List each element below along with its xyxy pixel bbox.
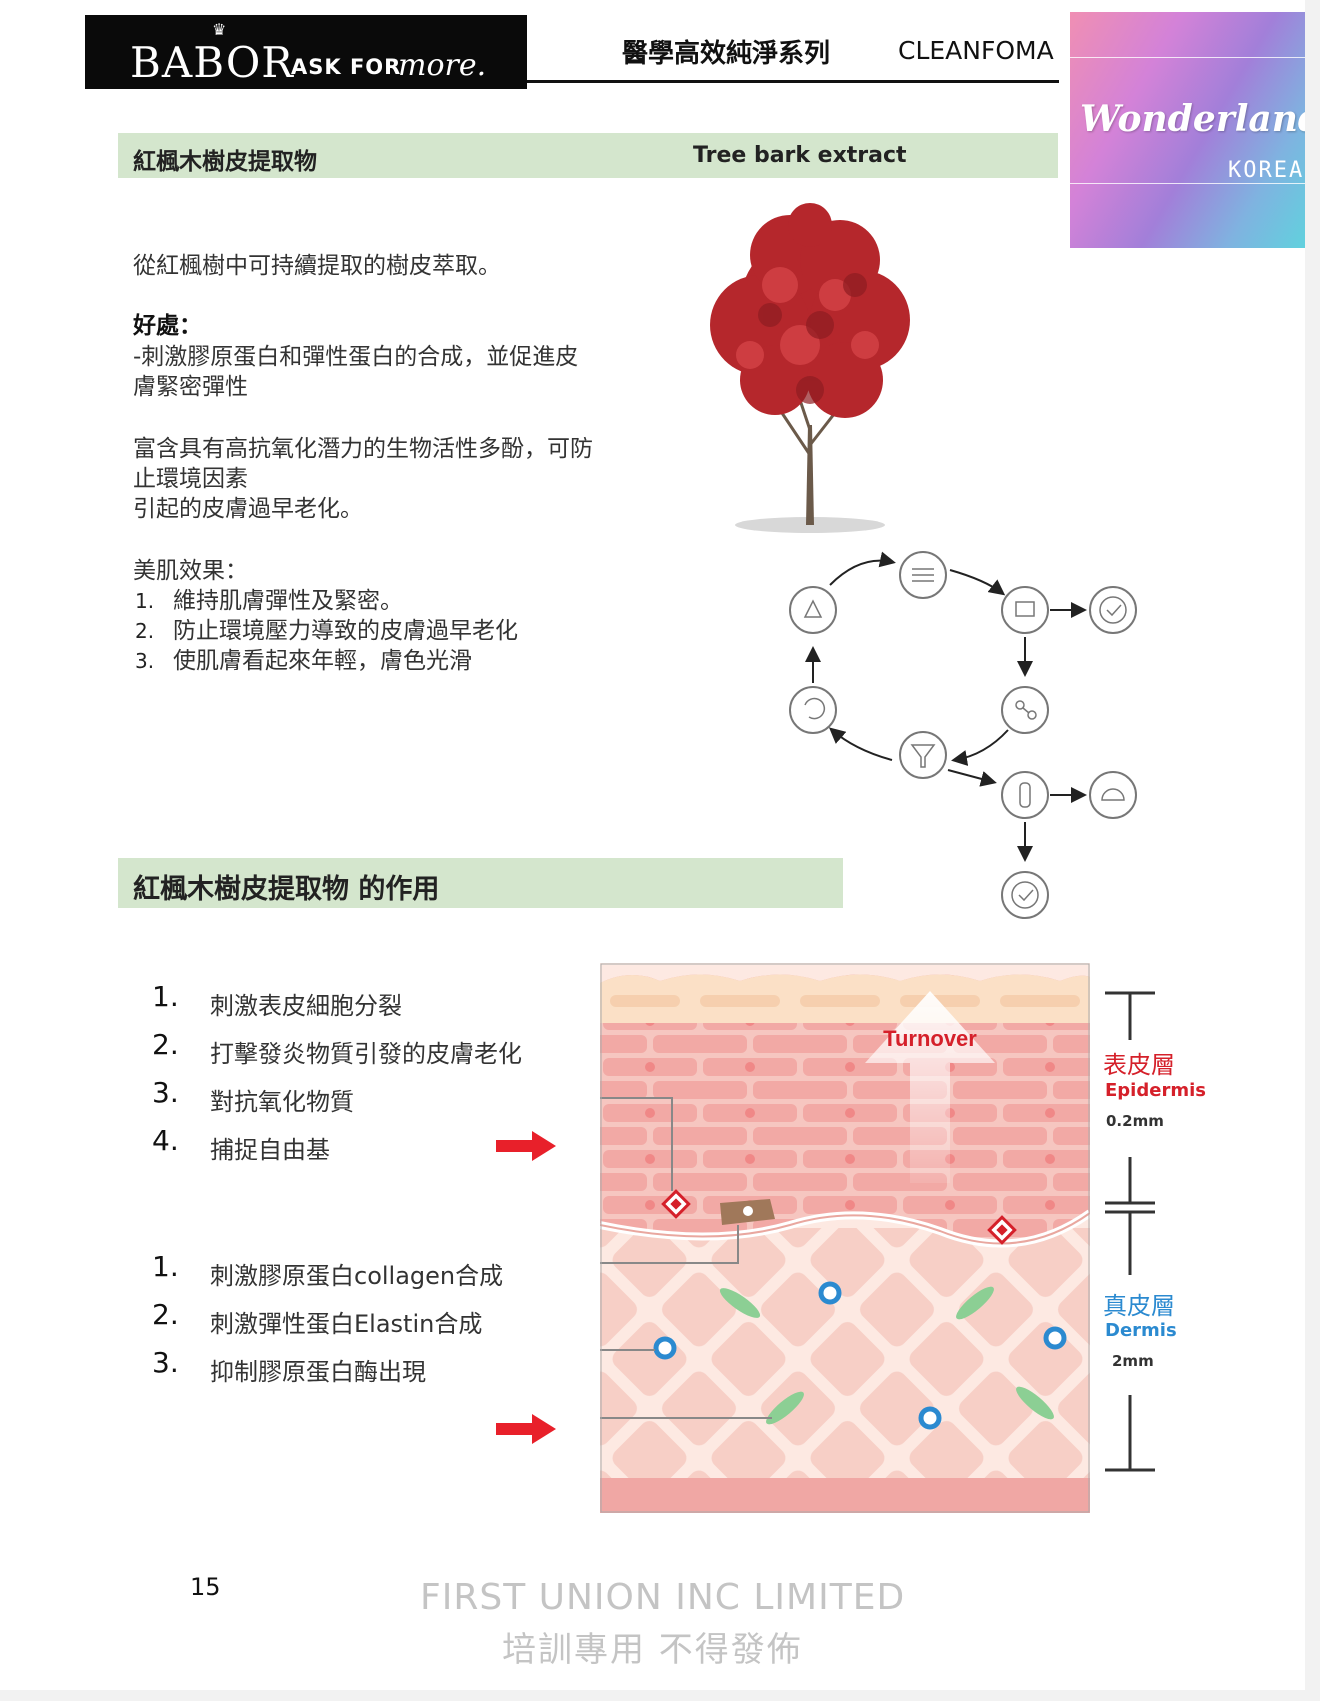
section-title: 紅楓木樹皮提取物 的作用	[133, 874, 440, 905]
wonderland-watermark	[1070, 12, 1305, 248]
list-number: 1.	[135, 589, 155, 613]
extraction-molecule-icon	[1001, 686, 1049, 734]
extract-jar-icon	[1089, 771, 1137, 819]
dermis-depth: 2mm	[1112, 1352, 1154, 1370]
list-number: 4.	[152, 1124, 179, 1157]
list-item: 使肌膚看起來年輕，膚色光滑	[173, 648, 472, 674]
red-maple-tree-illustration	[710, 203, 910, 533]
benefit-line: 膚緊密彈性	[133, 374, 248, 400]
list-item: 刺激膠原蛋白collagen合成	[210, 1262, 504, 1290]
benefits-heading: 好處：	[133, 313, 202, 339]
list-item: 抑制膠原蛋白酶出現	[210, 1358, 426, 1386]
brand-tagline: ASK FOR	[291, 55, 402, 79]
list-item: 防止環境壓力導致的皮膚過早老化	[173, 618, 518, 644]
list-number: 1.	[152, 980, 179, 1013]
benefit-line: 引起的皮膚過早老化。	[133, 496, 363, 522]
crown-icon: ♛	[212, 20, 227, 39]
benefit-line: 富含具有高抗氧化潛力的生物活性多酚，可防	[133, 436, 593, 462]
watermark-subtitle: KOREA	[1228, 158, 1305, 183]
quality-check-icon	[1089, 586, 1137, 634]
series-title: 醫學高效純淨系列	[622, 39, 831, 69]
list-item: 對抗氧化物質	[210, 1088, 354, 1116]
section-title-en: Tree bark extract	[693, 143, 907, 168]
list-number: 1.	[152, 1250, 179, 1283]
list-item: 捕捉自由基	[210, 1136, 330, 1164]
list-number: 2.	[152, 1298, 179, 1331]
recycling-icon	[789, 686, 837, 734]
turnover-label: Turnover	[883, 1026, 977, 1051]
forest-icon	[789, 586, 837, 634]
test-tube-icon	[1001, 771, 1049, 819]
epidermis-label-cn: 表皮層	[1103, 1051, 1175, 1079]
effects-heading: 美肌效果：	[133, 558, 248, 584]
list-item: 維持肌膚彈性及緊密。	[173, 588, 403, 614]
list-number: 2.	[135, 619, 155, 643]
benefit-line: -刺激膠原蛋白和彈性蛋白的合成，並促進皮	[133, 344, 579, 370]
page-number: 15	[190, 1573, 221, 1601]
section-title-cn: 紅楓木樹皮提取物	[133, 149, 317, 175]
watermark-line	[1070, 57, 1305, 58]
list-number: 3.	[152, 1346, 179, 1379]
header-divider	[527, 80, 1059, 83]
skin-layers-diagram: Turnover	[600, 963, 1090, 1513]
red-arrow-icon	[496, 1131, 556, 1161]
watermark-line	[1070, 183, 1305, 184]
dermis-label-en: Dermis	[1105, 1320, 1177, 1341]
brand-name: BABOR	[130, 38, 294, 87]
watermark-title: Wonderland	[1080, 98, 1305, 140]
epidermis-label-en: Epidermis	[1105, 1080, 1206, 1101]
list-number: 3.	[152, 1076, 179, 1109]
bark-harvesting-icon	[1001, 586, 1049, 634]
footer-company: FIRST UNION INC LIMITED	[420, 1577, 906, 1618]
epidermis-depth: 0.2mm	[1106, 1112, 1164, 1130]
red-arrow-icon	[496, 1414, 556, 1444]
list-item: 刺激表皮細胞分裂	[210, 992, 402, 1020]
product-title: CLEANFOMA	[898, 36, 1054, 65]
skin-depth-scale	[1105, 991, 1155, 1472]
list-number: 3.	[135, 649, 155, 673]
brand-logo-bar	[85, 15, 527, 89]
list-number: 2.	[152, 1028, 179, 1061]
brand-tagline-italic: more.	[398, 48, 487, 83]
dermis-label-cn: 真皮層	[1103, 1292, 1175, 1320]
section-header-bar	[118, 858, 843, 908]
wood-processing-icon	[899, 551, 947, 599]
production-cycle-diagram	[789, 551, 1137, 919]
benefit-line: 止環境因素	[133, 466, 248, 492]
footer-note: 培訓專用 不得發佈	[502, 1630, 803, 1670]
intro-text: 從紅楓樹中可持續提取的樹皮萃取。	[133, 253, 501, 279]
list-item: 打擊發炎物質引發的皮膚老化	[210, 1040, 522, 1068]
filter-funnel-icon	[899, 731, 947, 779]
list-item: 刺激彈性蛋白Elastin合成	[210, 1310, 483, 1338]
section-header-bar	[118, 133, 1058, 178]
quality-badge-icon	[1001, 871, 1049, 919]
